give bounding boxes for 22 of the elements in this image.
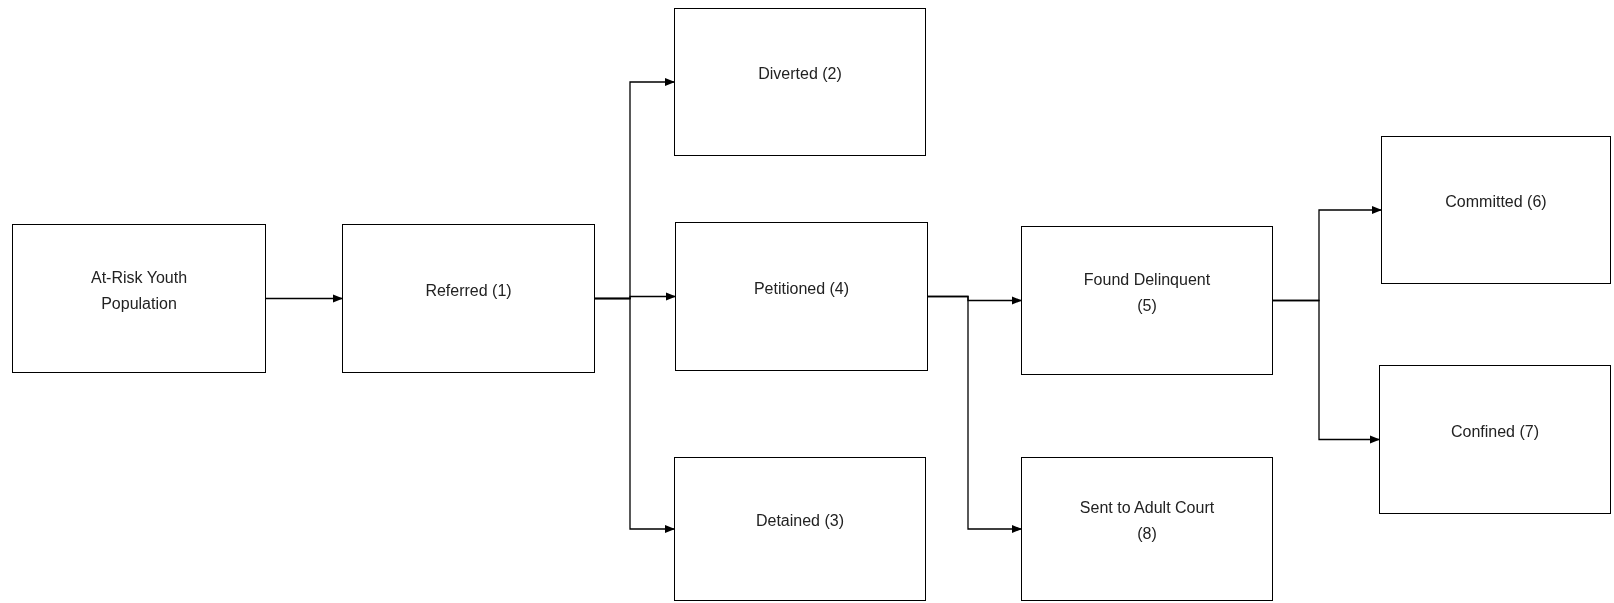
- process-box: [1381, 136, 1611, 284]
- process-box: [674, 457, 926, 601]
- process-box: [12, 224, 266, 373]
- box-label: At-Risk Youth Population: [89, 267, 189, 314]
- box-label: Sent to Adult Court (8): [1078, 498, 1216, 544]
- process-box: [342, 224, 595, 373]
- arrow: [594, 297, 675, 533]
- process-box: [675, 222, 928, 371]
- process-box: [1379, 365, 1611, 514]
- arrow: [1272, 299, 1380, 444]
- box-label: Diverted (2): [758, 64, 842, 84]
- box-label: Confined (7): [1450, 421, 1539, 442]
- arrow: [265, 294, 343, 303]
- box-label: Found Delinquent (5): [1082, 269, 1212, 316]
- box-label: Committed (6): [1445, 192, 1547, 212]
- box-label: Petitioned (4): [753, 278, 850, 299]
- box-label: Detained (3): [755, 511, 844, 531]
- box-label: Referred (1): [425, 280, 512, 301]
- process-box: [1021, 226, 1273, 375]
- arrow: [927, 295, 1022, 533]
- process-box: [1021, 457, 1273, 601]
- process-box: [674, 8, 926, 156]
